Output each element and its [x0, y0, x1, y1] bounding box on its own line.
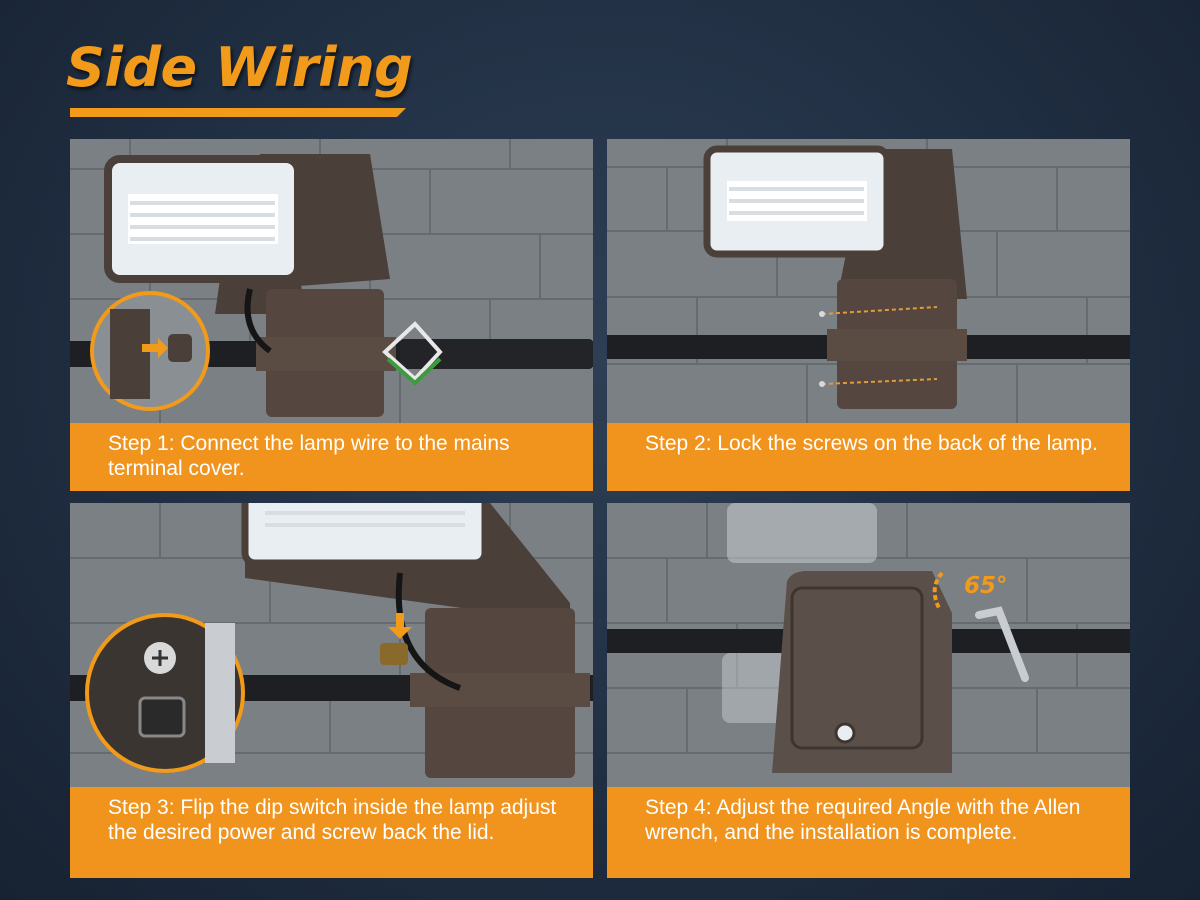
led-flood-light-icon — [241, 503, 489, 567]
step-2-illustration — [607, 139, 1130, 423]
dip-switch-icon — [138, 696, 186, 738]
step-2-panel: Step 2: Lock the screws on the back of t… — [607, 139, 1130, 491]
rotation-arrow-icon — [932, 571, 944, 609]
step-3-illustration — [70, 503, 593, 787]
step-2-caption: Step 2: Lock the screws on the back of t… — [607, 423, 1130, 491]
allen-wrench-icon — [975, 606, 1029, 682]
step-4-illustration — [607, 503, 1130, 787]
angle-label: 65° — [964, 573, 1008, 599]
screw-icon — [821, 306, 938, 385]
page-title: Side Wiring — [66, 36, 413, 99]
step-1-illustration — [70, 139, 593, 423]
step-4-panel: 65° Step 4: Adjust the required Angle wi… — [607, 503, 1130, 878]
step-1-caption: Step 1: Connect the lamp wire to the mai… — [70, 423, 593, 491]
step-4-caption: Step 4: Adjust the required Angle with t… — [607, 787, 1130, 878]
knockout-plug-icon — [168, 334, 192, 362]
step-3-caption: Step 3: Flip the dip switch inside the l… — [70, 787, 593, 878]
step-1-panel: Step 1: Connect the lamp wire to the mai… — [70, 139, 593, 491]
step-3-panel: Step 3: Flip the dip switch inside the l… — [70, 503, 593, 878]
arrow-right-icon — [142, 338, 168, 358]
wire-nut-icon — [382, 321, 443, 386]
arrow-down-icon — [388, 613, 412, 639]
title-underline — [70, 108, 406, 117]
